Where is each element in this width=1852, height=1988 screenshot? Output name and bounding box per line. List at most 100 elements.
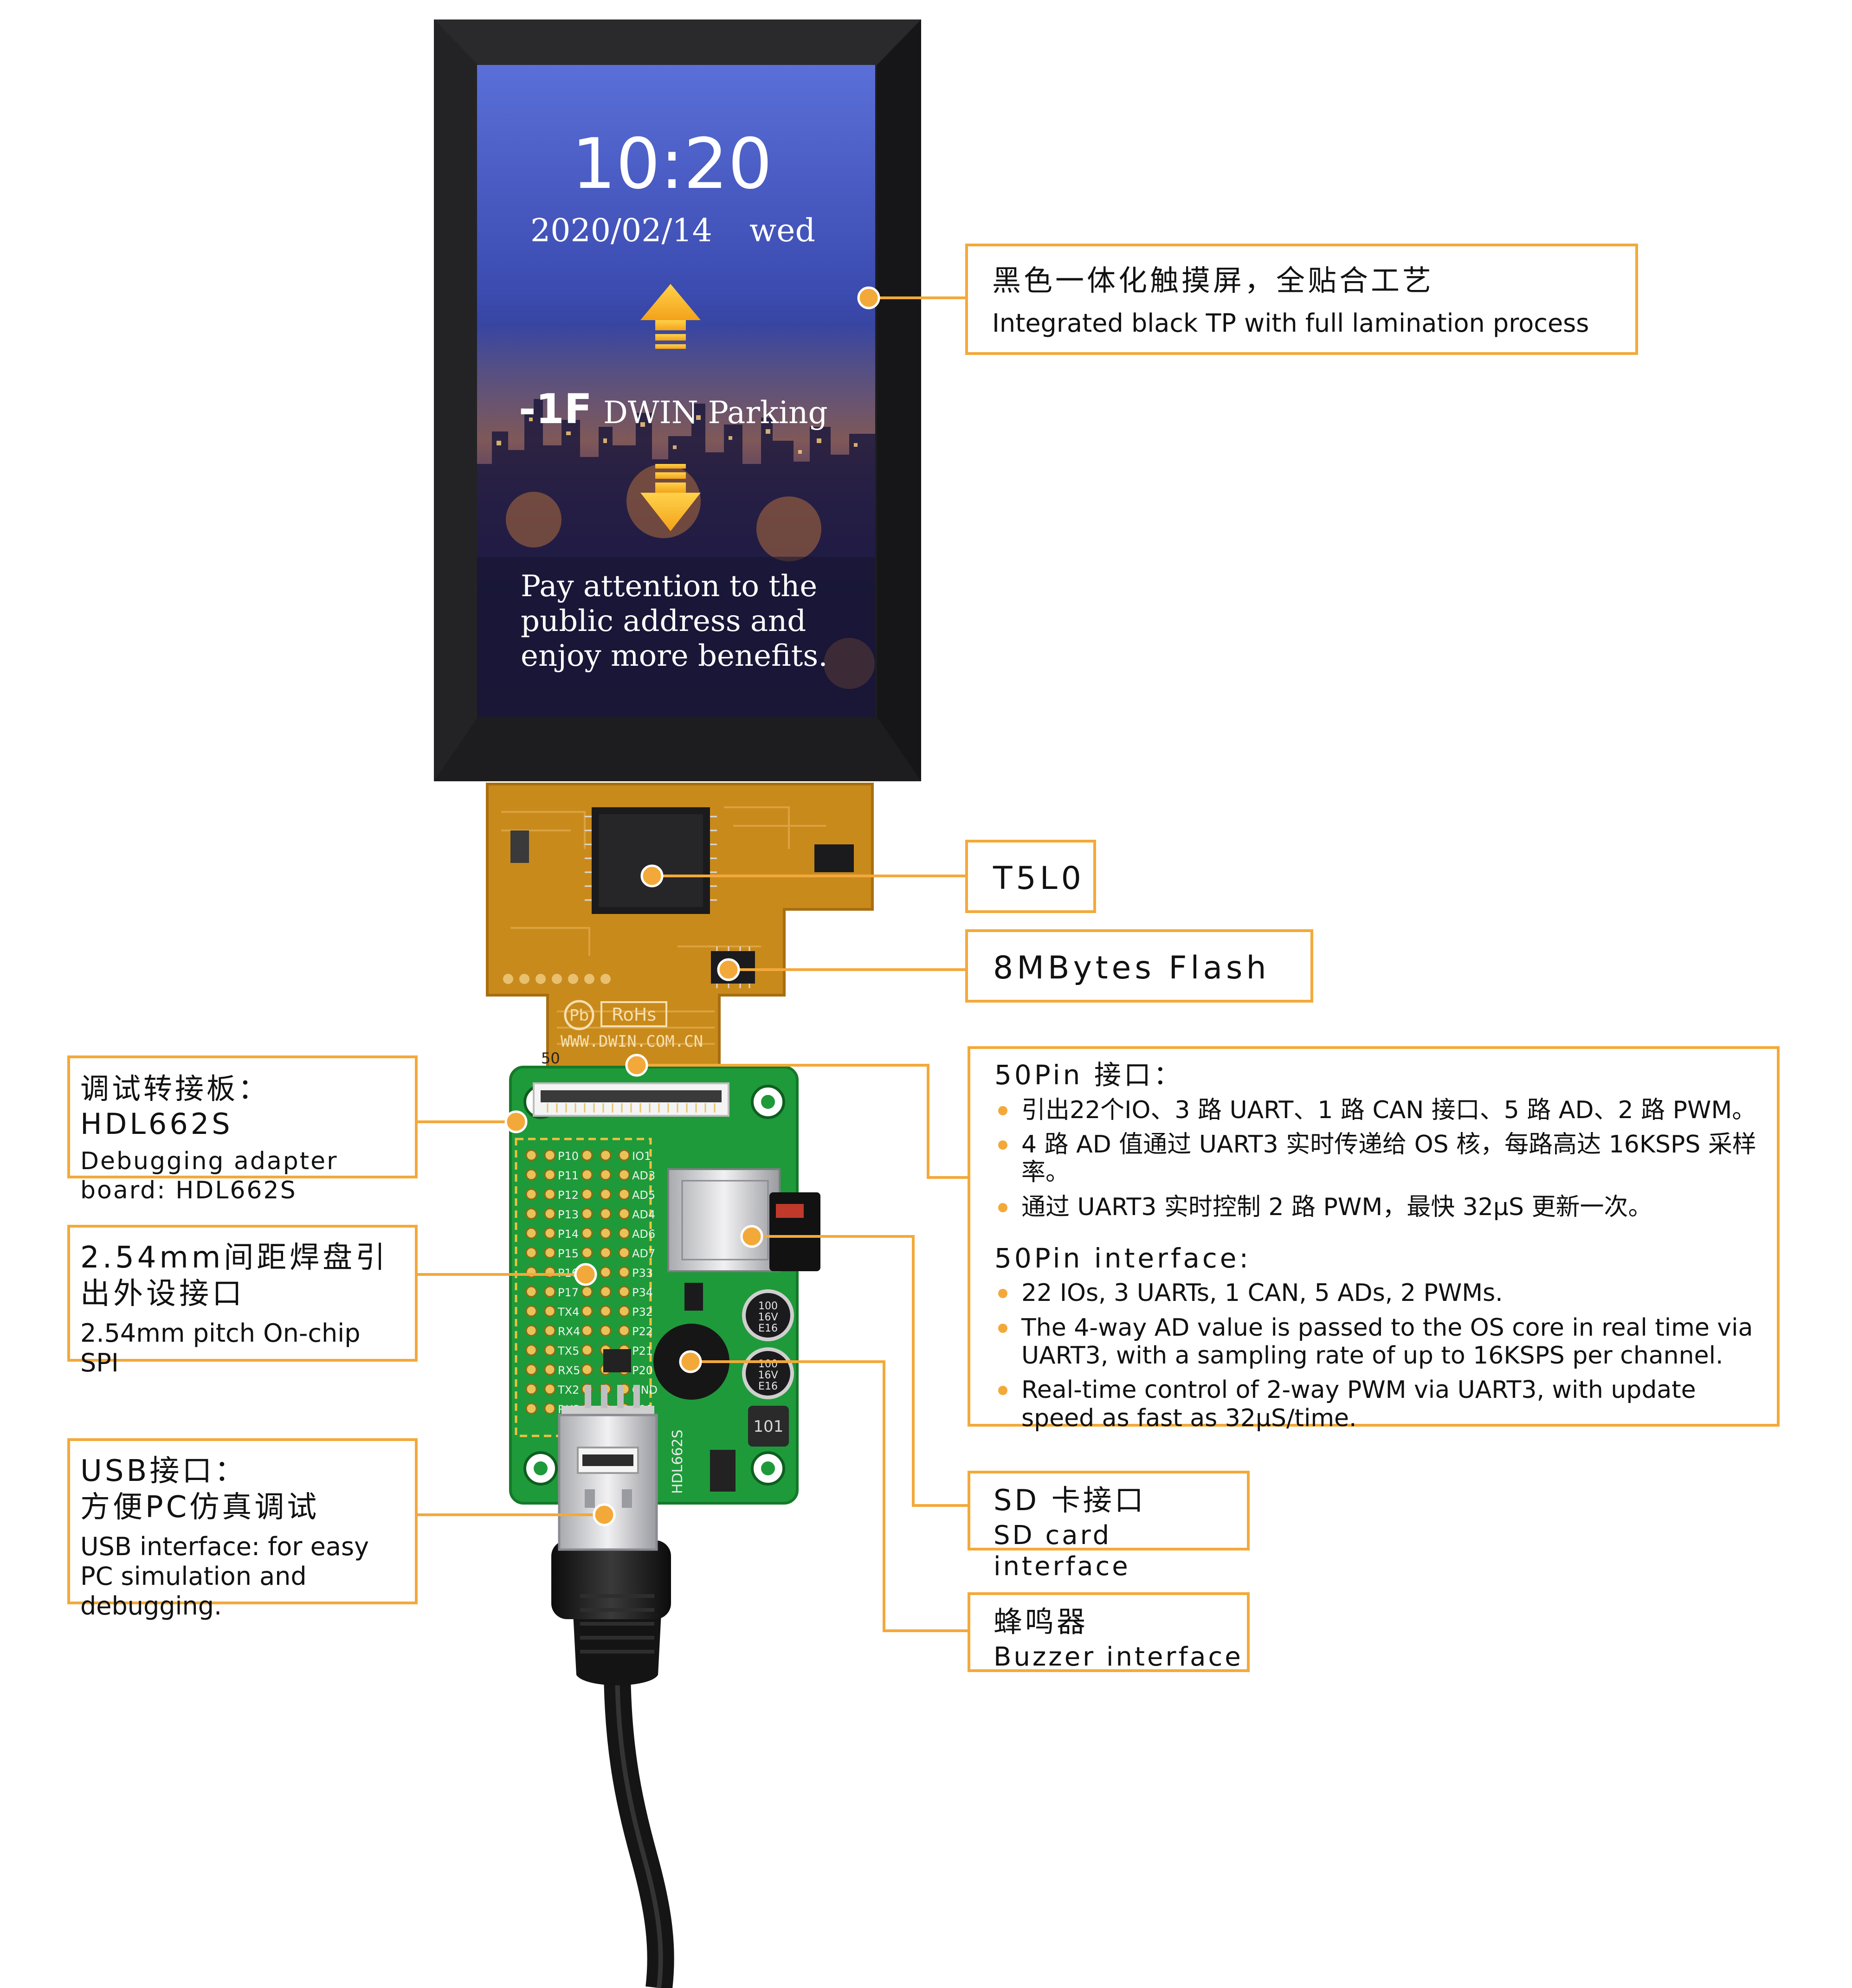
- solder-pad: [525, 1344, 537, 1356]
- pin-label: P21: [632, 1345, 653, 1358]
- cap2-voltage: 16V: [758, 1370, 778, 1381]
- pin-labels-left: P10P11P12P13P14P15P16P17TX4RX4TX5RX5TX2R…: [557, 1150, 580, 1416]
- solder-pad: [581, 1325, 593, 1337]
- solder-pad: [581, 1364, 593, 1376]
- callout-usb: USB接口： 方便PC仿真调试 USB interface: for easy …: [67, 1438, 418, 1621]
- screen-message-3: enjoy more benefits.: [521, 639, 828, 673]
- solder-pad: [618, 1325, 630, 1337]
- solder-pad: [525, 1325, 537, 1337]
- solder-pad: [618, 1286, 630, 1298]
- solder-pad: [581, 1208, 593, 1220]
- pin-label: P14: [558, 1228, 579, 1241]
- pin-count-label: 50: [541, 1049, 560, 1067]
- solder-pad: [618, 1149, 630, 1161]
- pin50-en-item: The 4-way AD value is passed to the OS c…: [994, 1314, 1758, 1370]
- sd-zh: SD 卡接口: [994, 1483, 1146, 1517]
- buzzer-en: Buzzer interface: [994, 1641, 1243, 1672]
- cap2-value: 100: [758, 1358, 778, 1370]
- buzzer-zh: 蜂鸣器: [994, 1605, 1089, 1639]
- solder-pad: [544, 1305, 556, 1317]
- pin50-en-title: 50Pin interface:: [994, 1242, 1252, 1274]
- inductor: 101: [748, 1406, 789, 1447]
- pin-label: TX4: [557, 1306, 579, 1319]
- adapter-pcb: P10P11P12P13P14P15P16P17TX4RX4TX5RX5TX2R…: [509, 1066, 820, 1551]
- solder-pad: [525, 1305, 537, 1317]
- usb-en: USB interface: for easy PC simulation an…: [80, 1532, 369, 1621]
- solder-pad: [525, 1364, 537, 1376]
- pin-label: AD3: [632, 1169, 655, 1182]
- solder-pad: [544, 1325, 556, 1337]
- cap1-value: 100: [758, 1300, 778, 1312]
- solder-pad: [544, 1208, 556, 1220]
- solder-pad: [581, 1305, 593, 1317]
- pin-label: P20: [632, 1364, 653, 1377]
- pin-label: AD6: [632, 1228, 655, 1241]
- pin-label: RX4: [558, 1325, 580, 1338]
- pin-label: TX2: [557, 1383, 579, 1396]
- pads-zh: 2.54mm间距焊盘引出外设接口: [80, 1241, 389, 1312]
- solder-pad: [544, 1383, 556, 1395]
- solder-pad: [544, 1227, 556, 1239]
- callout-50pin: 50Pin 接口： 引出22个IO、3 路 UART、1 路 CAN 接口、5 …: [968, 1046, 1780, 1432]
- pin-label: TX5: [557, 1345, 579, 1358]
- pin-label: P33: [632, 1267, 653, 1280]
- solder-pad: [581, 1247, 593, 1259]
- arrow-down-icon: [640, 464, 701, 531]
- screen-floor: -1F: [519, 385, 592, 433]
- solder-pad: [525, 1149, 537, 1161]
- solder-pad: [600, 1169, 612, 1181]
- pin50-zh-item: 引出22个IO、3 路 UART、1 路 CAN 接口、5 路 AD、2 路 P…: [994, 1096, 1758, 1124]
- pin-label: P17: [558, 1286, 579, 1299]
- solder-pad: [618, 1247, 630, 1259]
- capacitor-1: 100 16V E16: [742, 1289, 794, 1341]
- solder-pad: [544, 1188, 556, 1200]
- solder-pad: [600, 1188, 612, 1200]
- pin-label: P34: [632, 1286, 653, 1299]
- pin50-en-item: Real-time control of 2-way PWM via UART3…: [994, 1376, 1758, 1432]
- callout-sd-card: SD 卡接口 SD card interface: [968, 1471, 1250, 1582]
- solder-pad: [525, 1247, 537, 1259]
- callout-touch-panel: 黑色一体化触摸屏，全贴合工艺 Integrated black TP with …: [965, 244, 1638, 355]
- pb-mark: Pb: [564, 1000, 594, 1030]
- solder-pad: [618, 1227, 630, 1239]
- pin50-en-item: 22 IOs, 3 UARTs, 1 CAN, 5 ADs, 2 PWMs.: [994, 1279, 1758, 1307]
- solder-pad: [525, 1169, 537, 1181]
- pad-grid: [525, 1149, 630, 1415]
- solder-pad: [525, 1208, 537, 1220]
- pin-label: AD7: [632, 1247, 655, 1260]
- solder-pad: [600, 1227, 612, 1239]
- callout-adapter-board: 调试转接板：HDL662S Debugging adapter board: H…: [67, 1055, 418, 1204]
- solder-pad: [525, 1383, 537, 1395]
- usb-zh-1: USB接口：: [80, 1454, 247, 1488]
- solder-pad: [581, 1169, 593, 1181]
- pin-label: AD5: [632, 1189, 655, 1202]
- solder-pad: [525, 1286, 537, 1298]
- pin-label: P22: [632, 1325, 653, 1338]
- screen-weekday: wed: [749, 212, 815, 249]
- rohs-label: RoHs: [612, 1004, 656, 1025]
- adapter-model-label: HDL662S: [670, 1429, 686, 1494]
- solder-pad: [544, 1286, 556, 1298]
- solder-pad: [600, 1266, 612, 1278]
- fpc-board: Pb RoHs WWW.DWIN.COM.CN 50: [486, 783, 874, 1068]
- pin-labels-right: IO1AD3AD5AD4AD6AD7P33P34P32P22P21P20GNDP…: [632, 1150, 658, 1416]
- solder-pad: [525, 1403, 537, 1415]
- pin-label: RX5: [558, 1364, 580, 1377]
- solder-pad: [600, 1208, 612, 1220]
- leader-lines: [418, 296, 968, 1632]
- solder-pad: [600, 1325, 612, 1337]
- solder-pad: [618, 1266, 630, 1278]
- solder-pad: [618, 1208, 630, 1220]
- solder-pad: [581, 1188, 593, 1200]
- solder-pad: [618, 1169, 630, 1181]
- pin-label: P32: [632, 1306, 653, 1319]
- pin-label: P15: [558, 1247, 579, 1260]
- cap1-code: E16: [758, 1323, 778, 1334]
- solder-pad: [544, 1247, 556, 1259]
- flash-label: 8MBytes Flash: [993, 950, 1270, 986]
- callout-flash: 8MBytes Flash: [965, 929, 1313, 1003]
- pin-label: P10: [558, 1150, 579, 1163]
- solder-pad: [600, 1247, 612, 1259]
- pin-label: AD4: [632, 1208, 655, 1221]
